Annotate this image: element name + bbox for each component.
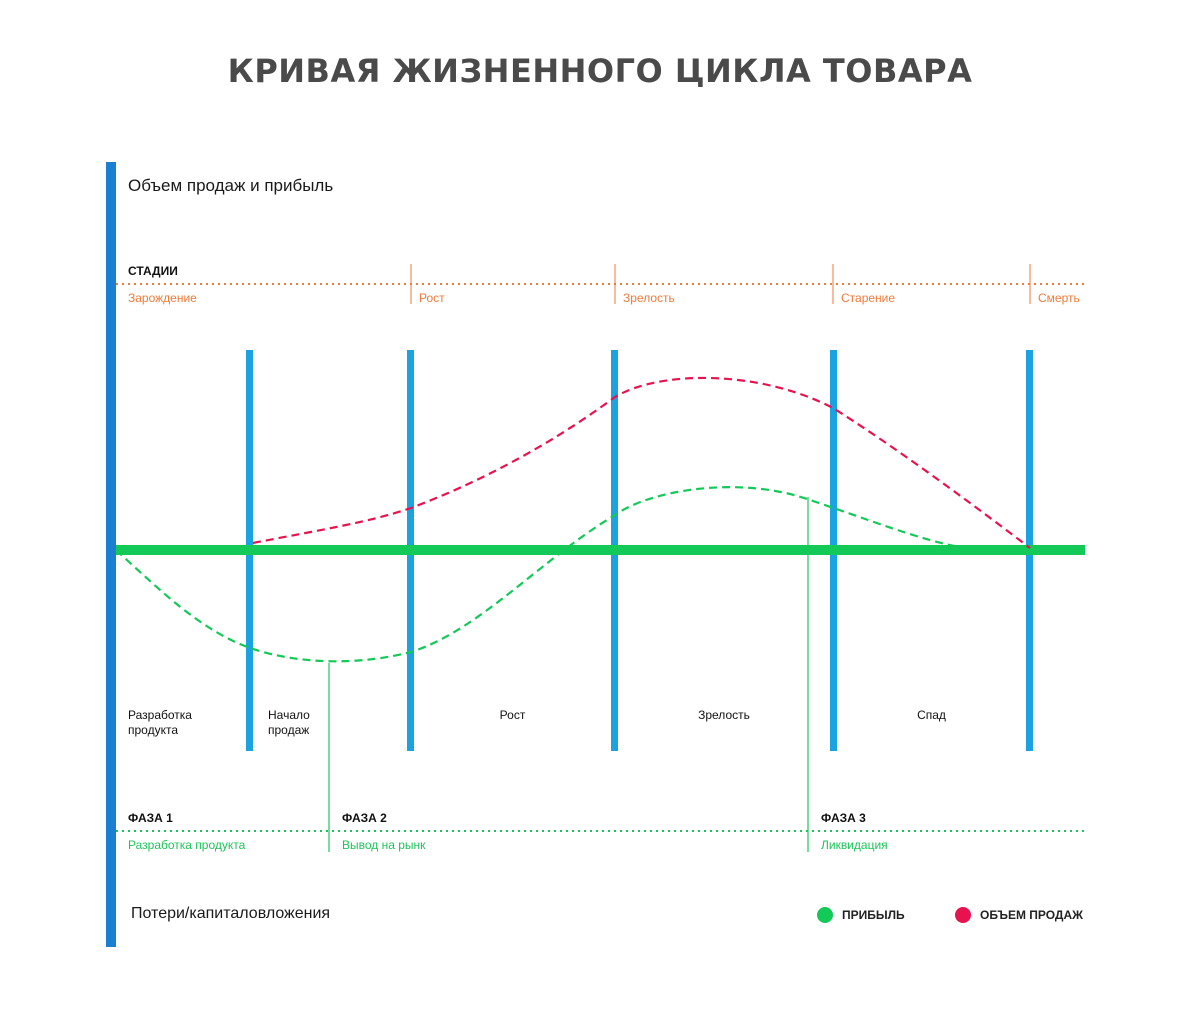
legend-sales: ОБЪЕМ ПРОДАЖ <box>955 907 1083 923</box>
stage-label: Рост <box>419 291 445 305</box>
y-axis-bottom-label: Потери/капиталовложения <box>131 905 331 922</box>
profit-dot-icon <box>817 907 833 923</box>
period-label: Начало продаж <box>268 708 310 737</box>
sales-dot-icon <box>955 907 971 923</box>
y-axis <box>106 162 116 947</box>
stage-label: Смерть <box>1038 291 1080 305</box>
phase-label: Вывод на рынк <box>342 838 426 852</box>
phase-label: Ликвидация <box>821 838 888 852</box>
phase-header: ФАЗА 1 <box>128 811 173 825</box>
period-label: Разработка продукта <box>128 708 192 737</box>
legend-sales-label: ОБЪЕМ ПРОДАЖ <box>980 908 1083 922</box>
zero-line <box>116 545 1085 555</box>
stage-label: Старение <box>841 291 896 305</box>
period-label: Рост <box>499 708 526 722</box>
profit-curve <box>115 486 961 663</box>
phase-header: ФАЗА 3 <box>821 811 866 825</box>
phase-header: ФАЗА 2 <box>342 811 387 825</box>
stage-label: Зарождение <box>128 291 197 305</box>
stages-header: СТАДИИ <box>128 264 178 278</box>
period-label: Зрелость <box>698 708 750 722</box>
page-title: КРИВАЯ ЖИЗНЕННОГО ЦИКЛА ТОВАРА <box>227 52 973 90</box>
legend-profit: ПРИБЫЛЬ <box>817 907 905 923</box>
sales-curve <box>252 376 1031 549</box>
phase-label: Разработка продукта <box>128 838 246 852</box>
period-label: Спад <box>917 708 946 722</box>
stage-label: Зрелость <box>623 291 675 305</box>
legend-profit-label: ПРИБЫЛЬ <box>842 908 905 922</box>
y-axis-top-label: Объем продаж и прибыль <box>128 176 334 195</box>
